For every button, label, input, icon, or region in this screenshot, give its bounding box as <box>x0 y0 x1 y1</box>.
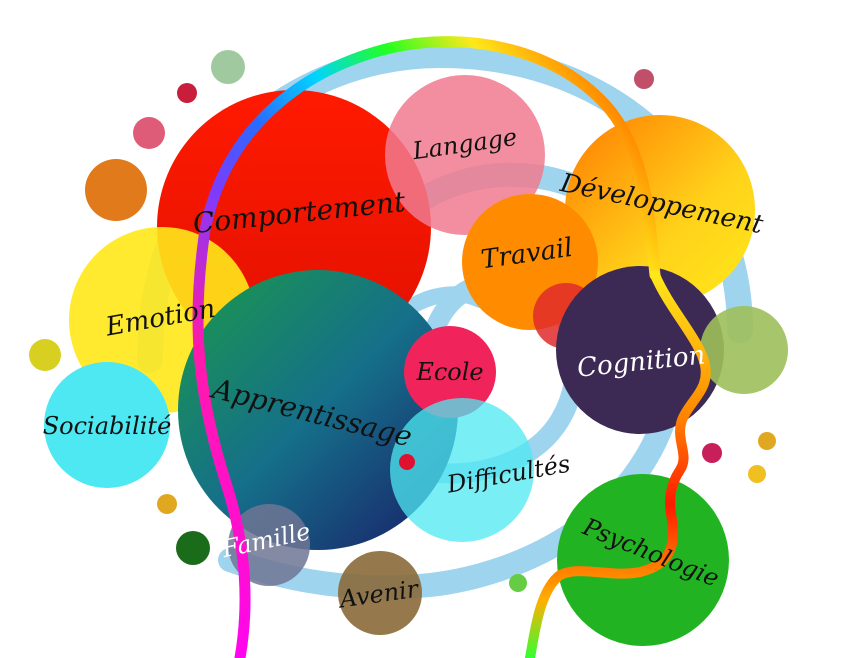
sociabilite-circle <box>44 362 170 488</box>
head-outline <box>192 36 711 658</box>
dot <box>758 432 776 450</box>
label-sociabilite: Sociabilité <box>43 412 172 440</box>
dot <box>211 50 245 84</box>
dot <box>748 465 766 483</box>
dot <box>133 117 165 149</box>
dot <box>634 69 654 89</box>
dot <box>399 454 415 470</box>
dot <box>176 531 210 565</box>
cognition-circle <box>556 266 724 434</box>
dot <box>702 443 722 463</box>
difficultes-circle <box>390 398 534 542</box>
apprentissage-circle <box>178 270 458 550</box>
olive-circle <box>700 306 788 394</box>
ecole-circle <box>404 326 496 418</box>
avenir-circle <box>338 551 422 635</box>
label-ecole: Ecole <box>415 358 483 386</box>
langage-circle <box>385 75 545 235</box>
dot <box>509 574 527 592</box>
developpement-circle <box>565 115 755 305</box>
dot <box>85 159 147 221</box>
dot <box>157 494 177 514</box>
psychologie-circle <box>557 474 729 646</box>
dot <box>29 339 61 371</box>
dot <box>177 83 197 103</box>
